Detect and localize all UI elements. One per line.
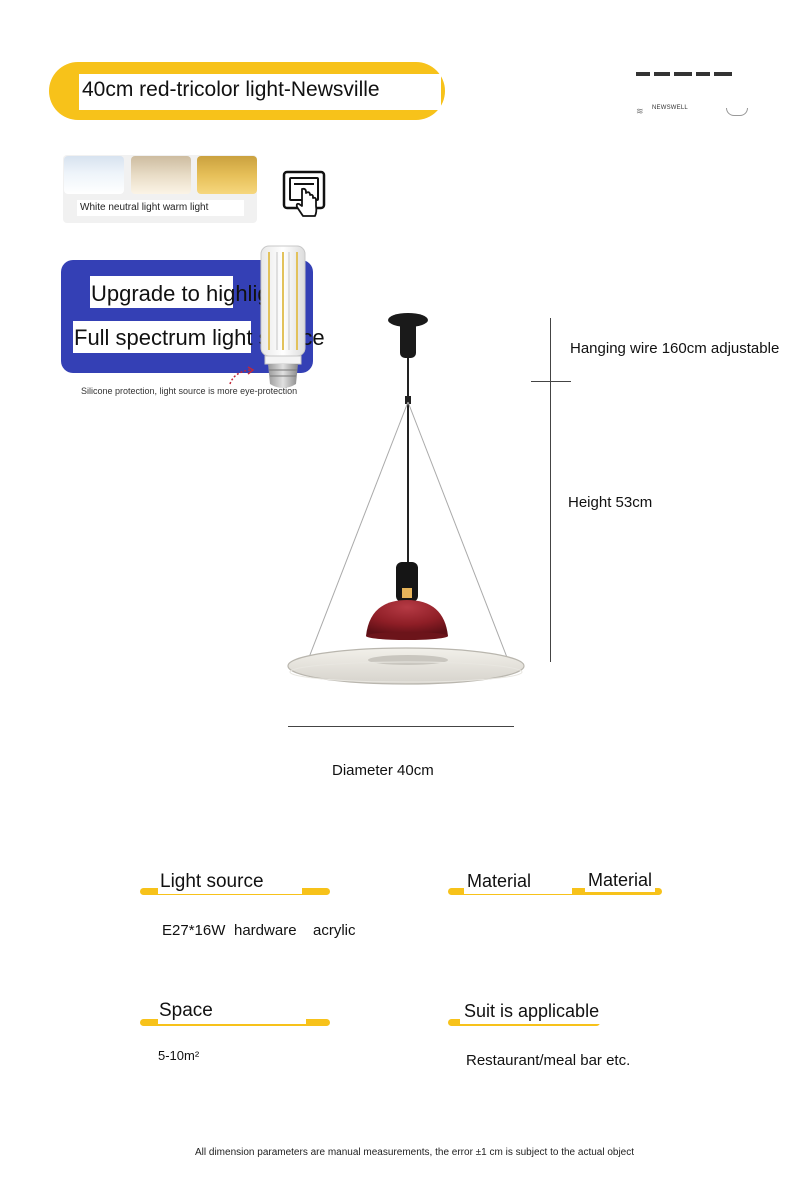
material-label-1: Material — [467, 871, 532, 891]
brand-mark-icon: ≋ — [636, 106, 644, 116]
material-value-2: acrylic — [313, 922, 356, 939]
height-dimension-line — [550, 318, 551, 662]
banner-note: Silicone protection, light source is mor… — [81, 386, 298, 396]
brand-logo-icon — [636, 72, 734, 78]
swatch-warm-light — [197, 156, 257, 194]
light-color-label: White neutral light warm light — [80, 202, 209, 213]
suit-label: Suit is applicable — [464, 1001, 600, 1021]
hanging-wire-label: Hanging wire 160cm adjustable — [570, 340, 780, 357]
brand-dish-icon — [726, 108, 748, 116]
diameter-dimension-line — [288, 726, 514, 727]
light-source-label: Light source — [160, 871, 264, 892]
page-title: 40cm red-tricolor light-Newsville — [82, 78, 380, 101]
suit-label-box — [460, 1000, 600, 1024]
material-value-1: hardware — [234, 922, 297, 939]
brand-text: NEWSWELL — [652, 105, 688, 111]
light-source-value: E27*16W — [162, 922, 226, 939]
banner-line1: Upgrade to highlight — [91, 281, 288, 306]
swatch-white-light — [64, 156, 124, 194]
led-bulb-image — [260, 245, 306, 388]
swatch-neutral-light — [131, 156, 191, 194]
material-label-box-1 — [464, 870, 572, 894]
space-value: 5-10m² — [158, 1048, 200, 1063]
title-box — [79, 74, 441, 110]
height-label: Height 53cm — [568, 494, 653, 511]
pendant-lamp-image — [287, 313, 525, 685]
banner-line2-box — [73, 321, 251, 353]
touch-switch-icon — [282, 170, 326, 217]
arrow-icon — [229, 366, 255, 385]
diameter-label: Diameter 40cm — [332, 762, 434, 779]
banner-line1-box — [90, 276, 233, 308]
material-label-box-2 — [585, 870, 655, 892]
space-label: Space — [159, 1000, 213, 1021]
footer-note: All dimension parameters are manual meas… — [195, 1147, 635, 1158]
swatch-label-box — [77, 200, 244, 216]
light-source-label-box — [158, 868, 302, 894]
wire-dimension-tick — [531, 381, 571, 382]
suit-value: Restaurant/meal bar etc. — [466, 1052, 631, 1069]
space-label-box — [158, 1000, 306, 1024]
material-label-2: Material — [588, 870, 653, 890]
